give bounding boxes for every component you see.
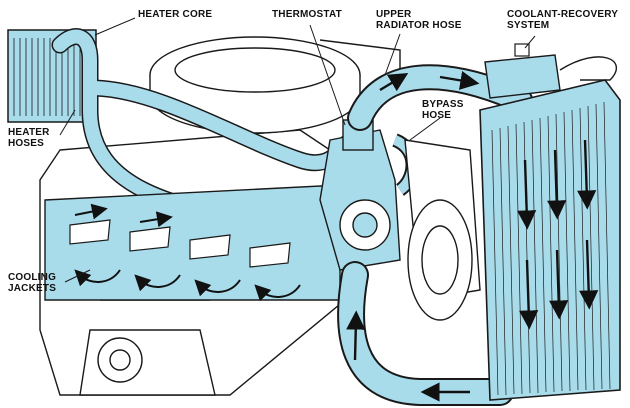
label-thermostat: THERMOSTAT (272, 9, 342, 20)
label-heater-core: HEATER CORE (138, 9, 213, 20)
cooling-jackets (44, 184, 341, 302)
coolant-recovery-tank (484, 43, 617, 99)
label-cooling-jackets: COOLING JACKETS (8, 272, 57, 294)
lower-radiator-hose (337, 261, 514, 406)
leader-lines (59, 17, 536, 283)
fan-pulley (404, 139, 481, 321)
label-upper-radiator-hose: UPPER RADIATOR HOSE (376, 9, 462, 31)
radiator (479, 79, 621, 401)
label-heater-hoses: HEATER HOSES (8, 127, 50, 149)
label-bypass-hose: BYPASS HOSE (422, 99, 464, 121)
label-coolant-recovery-system: COOLANT-RECOVERY SYSTEM (507, 9, 619, 31)
